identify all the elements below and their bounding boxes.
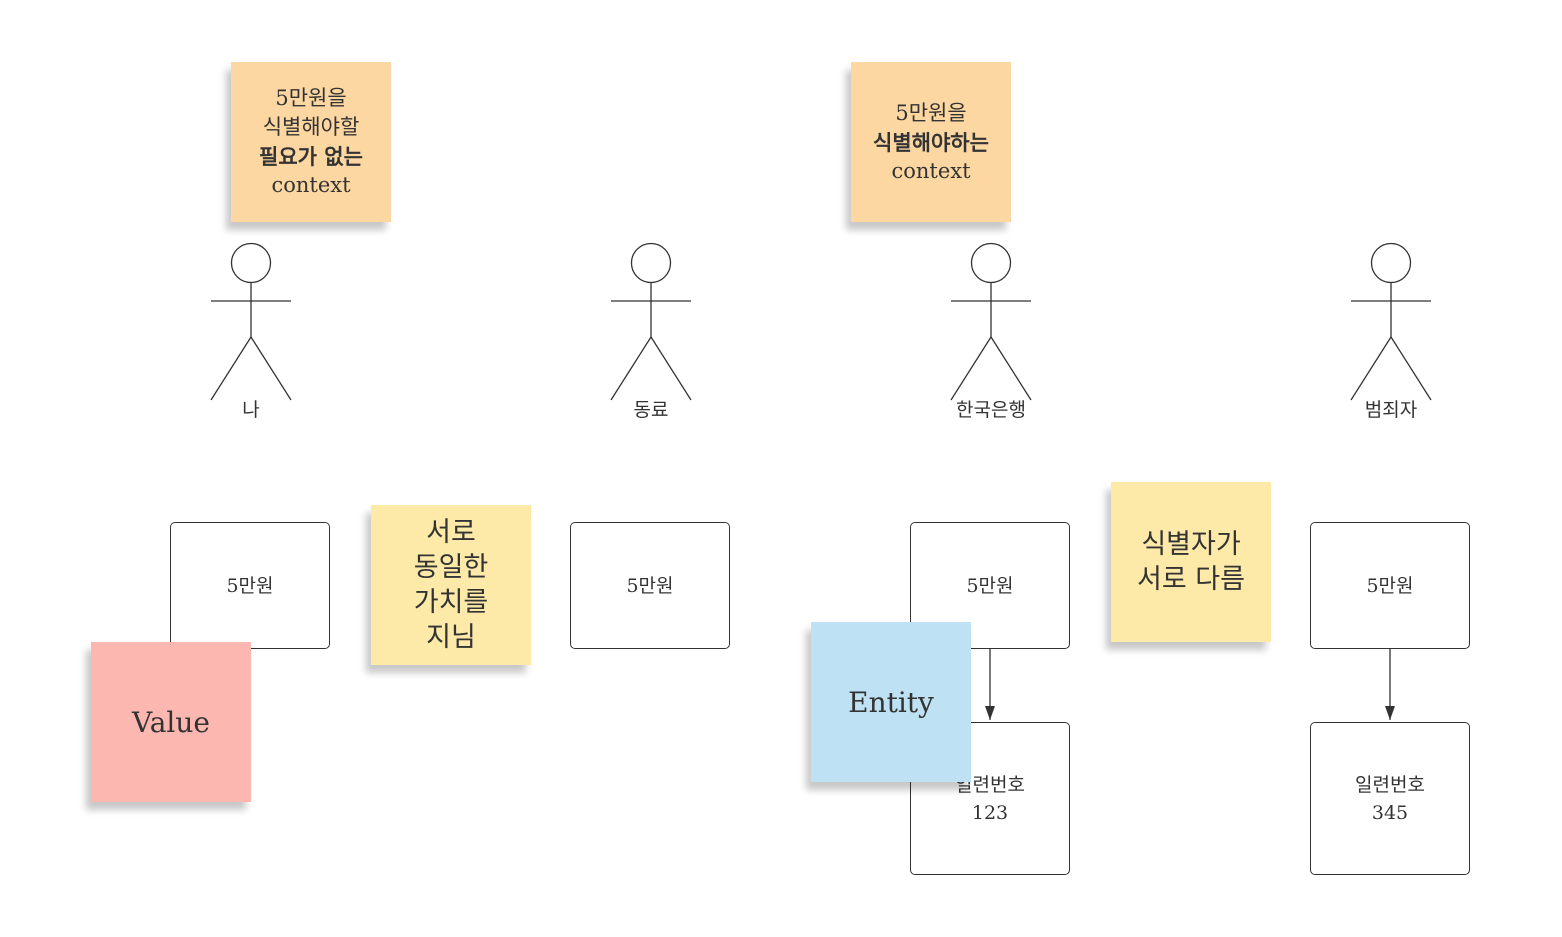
- serial-box-345[interactable]: 일련번호 345: [1310, 722, 1470, 875]
- actor-me-figure: [210, 242, 292, 401]
- sticky-same-value[interactable]: 서로 동일한 가치를 지님: [371, 505, 531, 665]
- sticky-line: 식별해야할: [262, 115, 360, 139]
- sticky-line: context: [271, 173, 351, 197]
- money-box-me[interactable]: 5만원: [170, 522, 330, 649]
- money-label: 5만원: [1366, 574, 1414, 597]
- sticky-line: 식별자가: [1141, 529, 1241, 560]
- sticky-line: 가치를: [413, 587, 489, 618]
- sticky-line: 5만원을: [275, 86, 347, 110]
- sticky-line: 5만원을: [895, 100, 967, 125]
- sticky-entity[interactable]: Entity: [811, 622, 971, 782]
- sticky-different-identifier[interactable]: 식별자가 서로 다름: [1111, 482, 1271, 642]
- sticky-line-bold: 필요가 없는: [259, 144, 363, 169]
- sticky-line: context: [891, 158, 971, 183]
- actor-label-criminal: 범죄자: [1364, 399, 1418, 421]
- actor-label-bank: 한국은행: [956, 399, 1026, 421]
- serial-label: 일련번호: [955, 773, 1025, 796]
- sticky-identification-context[interactable]: 5만원을 식별해야하는 context: [851, 62, 1011, 222]
- actor-bank-figure: [950, 242, 1032, 401]
- actor-colleague-figure: [610, 242, 692, 401]
- sticky-label: Entity: [848, 685, 934, 719]
- arrowhead-serial-123: [985, 706, 995, 720]
- serial-value: 345: [1371, 801, 1409, 824]
- money-label: 5만원: [626, 574, 674, 597]
- sticky-line: 서로 다름: [1137, 564, 1245, 595]
- serial-value: 123: [971, 801, 1009, 824]
- actor-label-colleague: 동료: [633, 399, 669, 421]
- serial-label: 일련번호: [1355, 773, 1425, 796]
- sticky-line: 서로: [426, 517, 476, 548]
- actor-criminal-figure: [1350, 242, 1432, 401]
- money-box-criminal[interactable]: 5만원: [1310, 522, 1470, 649]
- sticky-label: Value: [132, 705, 210, 739]
- actor-label-me: 나: [242, 399, 260, 421]
- sticky-value[interactable]: Value: [91, 642, 251, 802]
- sticky-no-identification-context[interactable]: 5만원을 식별해야할 필요가 없는 context: [231, 62, 391, 222]
- money-label: 5만원: [226, 574, 274, 597]
- money-box-colleague[interactable]: 5만원: [570, 522, 730, 649]
- sticky-line: 지님: [426, 622, 476, 653]
- arrowhead-serial-345: [1385, 706, 1395, 720]
- sticky-line: 동일한: [413, 552, 489, 583]
- sticky-line-bold: 식별해야하는: [873, 129, 989, 155]
- money-label: 5만원: [966, 574, 1014, 597]
